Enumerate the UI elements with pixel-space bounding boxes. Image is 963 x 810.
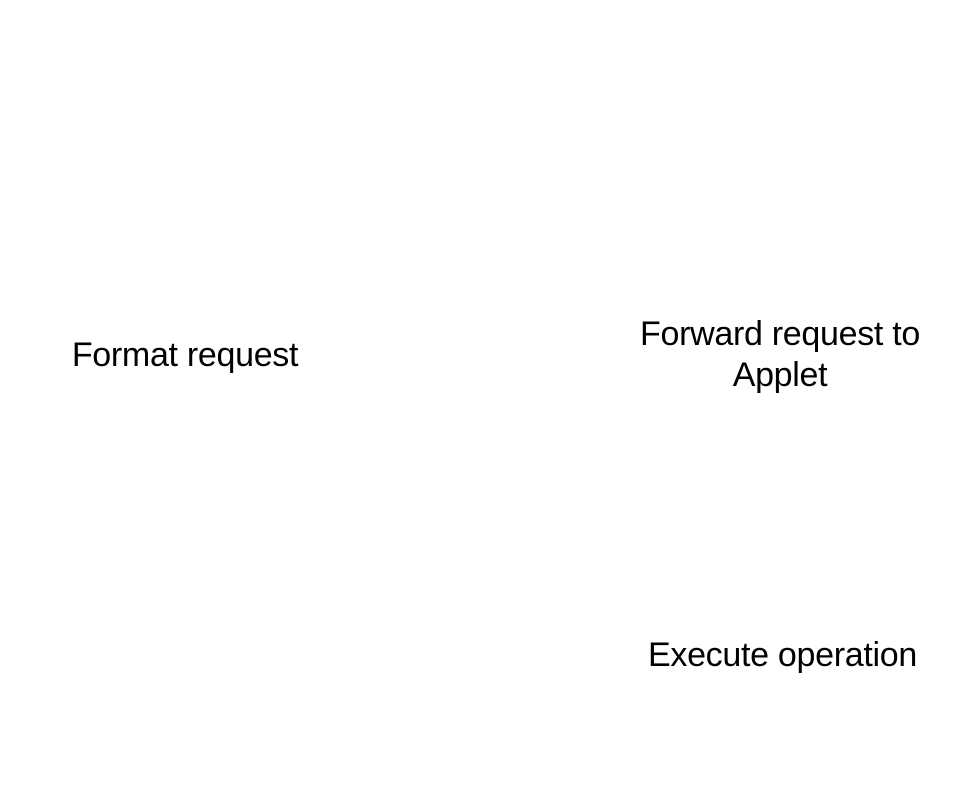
forward-request-node: Forward request to Applet [620, 310, 940, 400]
execute-operation-node: Execute operation [620, 610, 945, 700]
execute-operation-label: Execute operation [648, 635, 917, 674]
format-request-node: Format request [40, 310, 330, 400]
forward-request-label: Forward request to Applet [640, 315, 920, 394]
format-request-label: Format request [71, 335, 299, 374]
